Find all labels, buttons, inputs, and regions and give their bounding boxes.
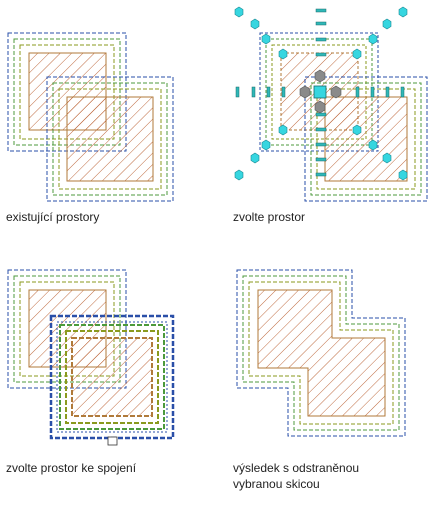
cursor-pickbox-icon (107, 436, 118, 446)
cyan-grip-icon[interactable] (250, 152, 260, 164)
cyan-grip-icon[interactable] (382, 152, 392, 164)
space-b (304, 76, 428, 202)
cyan-grip-icon[interactable] (382, 18, 392, 30)
dash-grip-icon[interactable] (315, 127, 327, 132)
caption-result-line1: výsledek s odstraněnou (233, 461, 360, 475)
dash-grip-icon[interactable] (315, 172, 327, 177)
dash-grip-icon[interactable] (315, 157, 327, 162)
cyan-grip-icon[interactable] (368, 33, 378, 45)
panel-existing-spaces (7, 32, 174, 202)
dash-grip-icon[interactable] (315, 112, 327, 117)
space-b-selected[interactable] (49, 314, 175, 446)
dash-grip-icon[interactable] (315, 37, 327, 42)
dash-grip-icon[interactable] (235, 86, 240, 98)
cyan-grip-icon[interactable] (368, 139, 378, 151)
dash-grip-icon[interactable] (266, 86, 271, 98)
dash-grip-icon[interactable] (315, 52, 327, 57)
dash-grip-icon[interactable] (370, 86, 375, 98)
dash-grip-icon[interactable] (315, 142, 327, 147)
cyan-grip-icon[interactable] (352, 124, 362, 136)
caption-existing-spaces: existující prostory (6, 210, 100, 224)
panel-select-space-to-join (7, 269, 175, 446)
gray-hex-grip-icon[interactable] (314, 69, 326, 83)
cyan-grip-icon[interactable] (234, 6, 244, 18)
cyan-grip-icon-group[interactable] (234, 6, 408, 181)
dash-grip-icon[interactable] (281, 86, 286, 98)
cyan-grip-icon[interactable] (352, 48, 362, 60)
gray-hex-grip-icon[interactable] (314, 100, 326, 114)
caption-select-space-to-join: zvolte prostor ke spojení (6, 461, 137, 475)
cyan-grip-icon[interactable] (278, 48, 288, 60)
cyan-grip-icon[interactable] (250, 18, 260, 30)
cyan-grip-icon[interactable] (398, 169, 408, 181)
dash-grip-icon[interactable] (385, 86, 390, 98)
gray-hex-grip-icon-group[interactable] (299, 69, 342, 114)
dash-grip-icon-group[interactable] (315, 8, 327, 177)
gray-hex-grip-icon[interactable] (330, 85, 342, 99)
joined-space (236, 269, 406, 437)
cyan-grip-icon[interactable] (261, 139, 271, 151)
dash-grip-icon[interactable] (315, 21, 327, 26)
center-grip-icon[interactable] (313, 85, 327, 99)
cyan-grip-icon[interactable] (278, 124, 288, 136)
cyan-grip-icon[interactable] (234, 169, 244, 181)
gray-hex-grip-icon[interactable] (299, 85, 311, 99)
space-b (46, 76, 174, 202)
panel-result (236, 269, 406, 437)
caption-select-space: zvolte prostor (233, 210, 306, 224)
caption-result-line2: vybranou skicou (233, 477, 320, 491)
dash-grip-icon[interactable] (315, 8, 327, 13)
dash-grip-icon[interactable] (251, 86, 256, 98)
dash-grip-icon[interactable] (400, 86, 405, 98)
cyan-grip-icon[interactable] (398, 6, 408, 18)
dash-grip-icon[interactable] (355, 86, 360, 98)
cyan-grip-icon[interactable] (261, 33, 271, 45)
panel-select-space (234, 6, 428, 202)
dash-grip-icon-group[interactable] (235, 86, 405, 98)
